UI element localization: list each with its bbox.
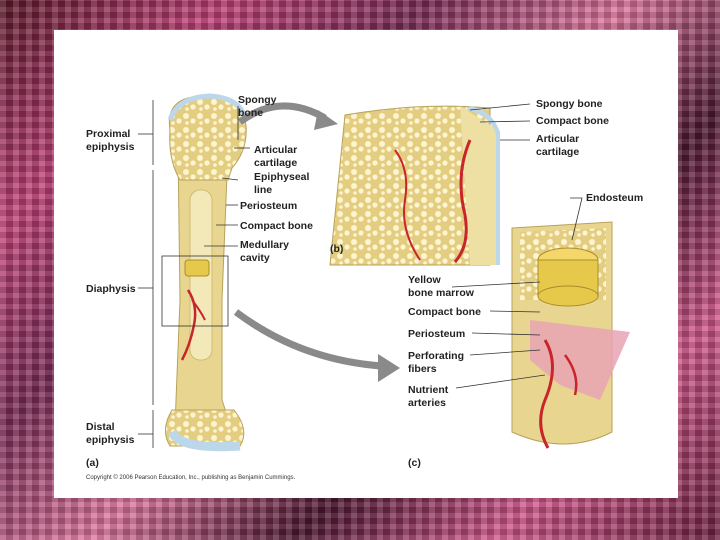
label-articular-cartilage-a: Articular cartilage xyxy=(254,144,297,169)
leader-lines xyxy=(204,103,583,389)
long-bone xyxy=(161,93,248,452)
svg-text:bone: bone xyxy=(238,107,263,119)
label-proximal-epiphysis: Proximal epiphysis xyxy=(86,128,135,153)
label-distal-epiphysis: Distal epiphysis xyxy=(86,421,135,446)
label-epiphyseal-line: Epiphyseal line xyxy=(254,171,310,196)
label-articular-cartilage-b: Articular cartilage xyxy=(536,133,579,158)
label-compact-bone-b: Compact bone xyxy=(536,115,609,127)
label-spongy-bone-b: Spongy bone xyxy=(536,98,603,110)
svg-text:Perforating: Perforating xyxy=(408,350,464,362)
zoom-arrows xyxy=(233,102,400,382)
label-endosteum: Endosteum xyxy=(586,192,643,204)
panel-label-c: (c) xyxy=(408,457,421,469)
svg-text:cartilage: cartilage xyxy=(254,157,297,169)
svg-text:bone marrow: bone marrow xyxy=(408,287,475,299)
copyright-text: Copyright © 2006 Pearson Education, Inc.… xyxy=(86,474,296,481)
svg-text:line: line xyxy=(254,184,272,196)
label-compact-bone-a: Compact bone xyxy=(240,220,313,232)
svg-text:cavity: cavity xyxy=(240,252,270,264)
label-periosteum-a: Periosteum xyxy=(240,200,297,212)
label-compact-bone-c: Compact bone xyxy=(408,306,481,318)
svg-text:Spongy: Spongy xyxy=(238,94,277,106)
label-diaphysis: Diaphysis xyxy=(86,283,136,295)
svg-text:Articular: Articular xyxy=(536,133,579,145)
label-yellow-bone-marrow: Yellow bone marrow xyxy=(408,274,475,299)
svg-text:Nutrient: Nutrient xyxy=(408,384,449,396)
compact-bone-detail xyxy=(511,221,630,449)
svg-text:Medullary: Medullary xyxy=(240,239,289,251)
panel-label-a: (a) xyxy=(86,457,99,469)
svg-text:epiphysis: epiphysis xyxy=(86,141,135,153)
label-spongy-bone-a: Spongy bone xyxy=(238,94,277,119)
svg-text:Articular: Articular xyxy=(254,144,297,156)
label-periosteum-c: Periosteum xyxy=(408,328,465,340)
svg-text:cartilage: cartilage xyxy=(536,146,579,158)
label-nutrient-arteries: Nutrient arteries xyxy=(408,384,449,409)
label-medullary-cavity: Medullary cavity xyxy=(240,239,289,264)
svg-text:Proximal: Proximal xyxy=(86,128,130,140)
svg-text:arteries: arteries xyxy=(408,397,446,409)
label-perforating-fibers: Perforating fibers xyxy=(408,350,464,375)
spongy-bone-detail xyxy=(329,105,500,266)
svg-text:Epiphyseal: Epiphyseal xyxy=(254,171,310,183)
svg-text:Yellow: Yellow xyxy=(408,274,442,286)
svg-text:Distal: Distal xyxy=(86,421,115,433)
region-brackets xyxy=(138,100,154,448)
panel-label-b: (b) xyxy=(330,243,343,255)
svg-text:epiphysis: epiphysis xyxy=(86,434,135,446)
svg-text:fibers: fibers xyxy=(408,363,437,375)
